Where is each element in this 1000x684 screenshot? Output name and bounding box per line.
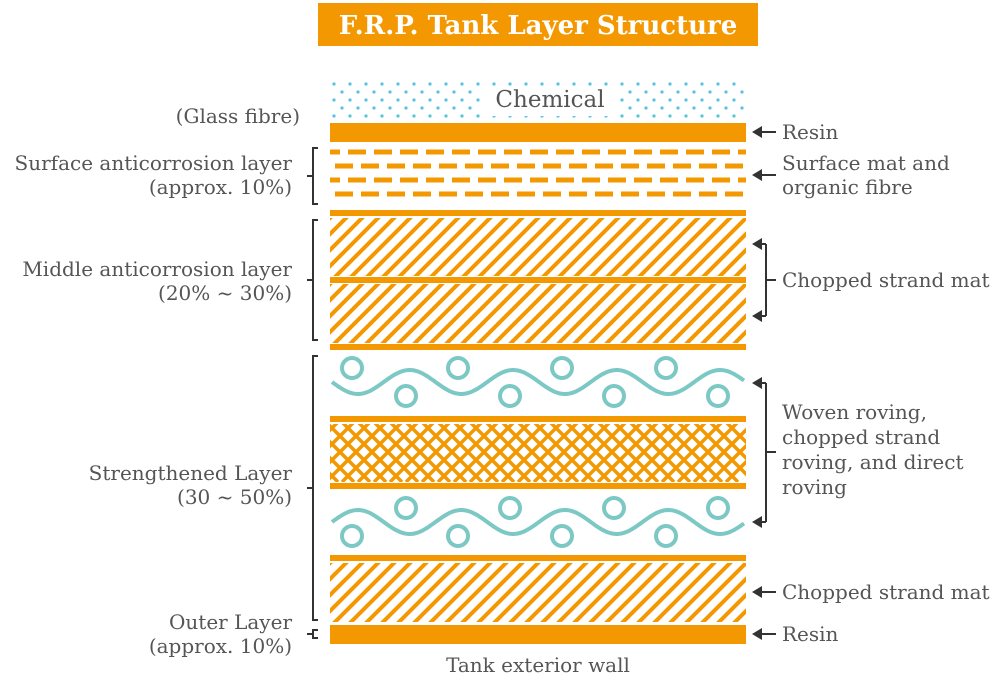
tank-exterior-label: Tank exterior wall [446,653,630,677]
glass-fibre-label: (Glass fibre) [176,104,300,128]
title-banner [318,3,758,46]
crosshatch-top-bar [330,416,746,422]
resin-bottom-arrow-head [752,628,762,640]
woven-arrow-head-top [752,377,762,389]
chemical-label-bg [480,86,616,116]
woven-label-2: chopped strand [782,425,940,449]
outer-layer-bracket [307,629,318,639]
strengthened-layer-label: Strengthened Layer [89,461,293,485]
chopped-strand-layer-1 [330,218,746,276]
strengthened-layer-bracket [307,355,318,621]
chopped-mid-arrow-head-top [752,238,762,250]
surface-layer-label: Surface anticorrosion layer [15,151,293,175]
woven-roving-layer-1 [330,356,746,408]
crosshatch-bottom-bar [330,483,746,489]
woven-bracket [765,383,776,522]
chopped-strand-layer-2 [330,284,746,343]
surface-layer-bracket [307,147,318,205]
surface-mat-label-1: Surface mat and [782,151,950,175]
woven-label-4: roving [782,475,847,499]
chopped-strand-layer-3 [330,563,746,622]
chemical-label: Chemical [495,87,604,113]
left-brackets [307,147,318,639]
woven-roving-layer-2 [330,496,746,548]
resin-top-label: Resin [782,120,839,144]
resin-bottom-layer [330,625,746,644]
resin-top-arrow-head [752,126,762,138]
outer-top-bar [330,555,746,561]
outer-layer-label: Outer Layer [169,610,292,634]
outer-layer-percent: (approx. 10%) [149,634,292,658]
chopped-strand-roving-layer [330,424,746,482]
middle-separator-bar [330,277,746,283]
surface-layer-percent: (approx. 10%) [149,175,292,199]
strengthened-layer-percent: (30 ~ 50%) [177,485,292,509]
middle-layer-label: Middle anticorrosion layer [22,257,292,281]
resin-top-layer [330,123,746,142]
surface-mat-arrow-head [752,169,762,181]
right-annotations [752,126,776,640]
middle-layer-percent: (20% ~ 30%) [158,281,292,305]
chopped-strand-bottom-label: Chopped strand mat [782,580,990,604]
middle-top-bar [330,210,746,216]
middle-layer-bracket [307,219,318,341]
chopped-mid-arrow-head-bottom [752,310,762,322]
woven-label-3: roving, and direct [782,450,964,474]
chopped-bottom-arrow-head [752,586,762,598]
surface-mat-layer [330,149,746,197]
resin-bottom-label: Resin [782,622,839,646]
woven-arrow-head-bottom [752,516,762,528]
middle-bottom-bar [330,344,746,350]
diagram-title: F.R.P. Tank Layer Structure [339,11,737,41]
surface-mat-label-2: organic fibre [782,175,913,199]
chopped-mid-bracket [765,244,776,316]
woven-label-1: Woven roving, [782,400,927,424]
chopped-strand-mid-label: Chopped strand mat [782,268,990,292]
